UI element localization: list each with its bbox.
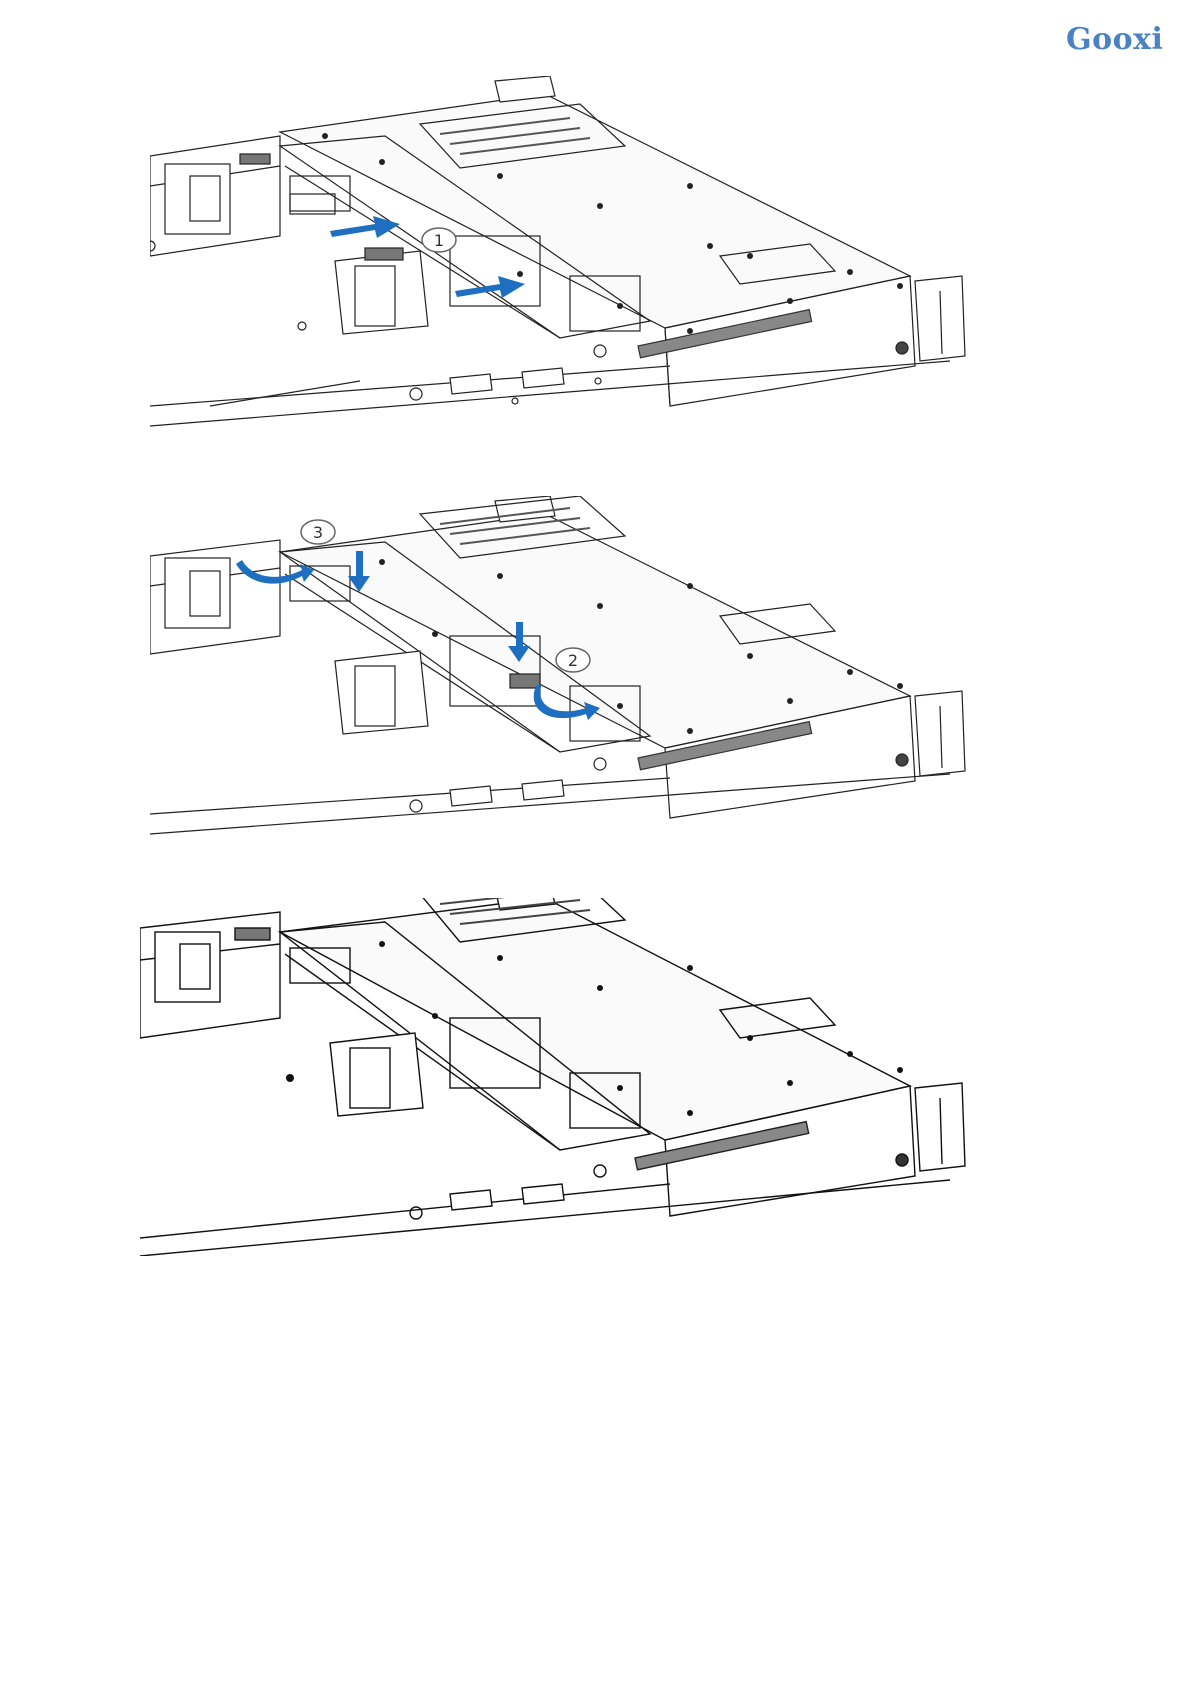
server-chassis-drawing (140, 898, 965, 1256)
step-callout: 1 (422, 228, 456, 252)
step-callout: 2 (556, 648, 590, 672)
installation-figure-step-1: 1 (150, 76, 1050, 440)
brand-logo: Gooxi (1066, 22, 1163, 57)
svg-text:1: 1 (434, 231, 444, 250)
svg-text:3: 3 (313, 523, 323, 542)
svg-text:2: 2 (568, 651, 578, 670)
server-chassis-drawing (150, 76, 965, 426)
installation-figure-completed (140, 898, 1050, 1256)
step-callout: 3 (301, 520, 335, 544)
installation-figure-step-2: 3 2 (150, 496, 1050, 836)
arrow-right-icon (330, 216, 400, 238)
